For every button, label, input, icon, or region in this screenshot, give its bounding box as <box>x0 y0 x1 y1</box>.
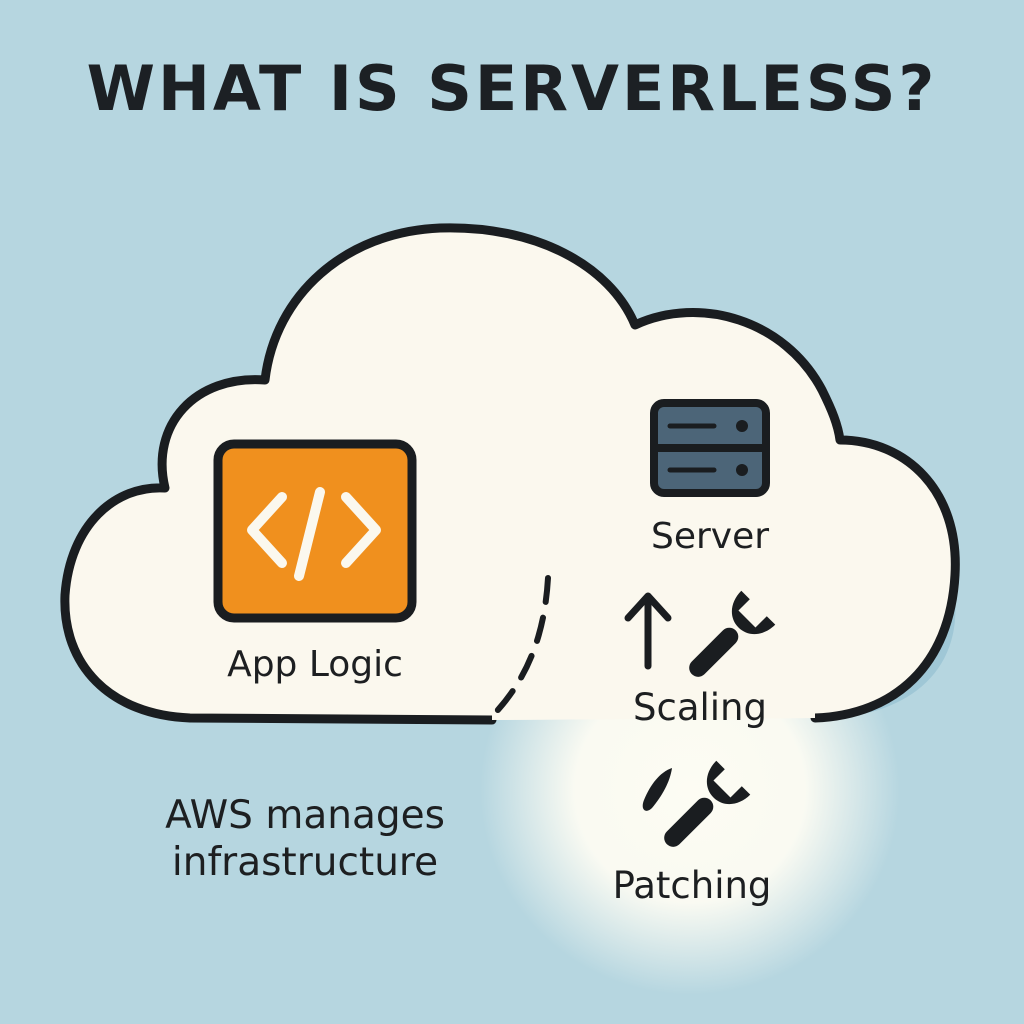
code-slash <box>294 487 325 581</box>
app-logic-label: App Logic <box>227 644 403 685</box>
patch-mark <box>642 768 672 811</box>
server-label: Server <box>650 516 770 557</box>
page-title: WHAT IS SERVERLESS? <box>86 52 938 125</box>
scaling-label: Scaling <box>633 686 767 729</box>
cloud-shape <box>60 223 960 725</box>
arrow-up-icon <box>624 592 672 670</box>
code-icon <box>213 439 417 623</box>
code-bracket-left <box>247 492 287 568</box>
dashed-boundary-line <box>493 575 551 715</box>
cloud-open-bottom <box>492 700 815 720</box>
patching-label: Patching <box>612 864 772 907</box>
scaling-icon <box>624 590 776 677</box>
code-bracket-right <box>341 492 381 568</box>
wrench-icon <box>689 590 776 677</box>
aws-manages-note: AWS manages infrastructure <box>130 792 480 886</box>
server-icon <box>650 399 770 497</box>
aws-note-line1: AWS manages <box>165 793 445 838</box>
wrench-icon <box>642 760 751 847</box>
aws-note-line2: infrastructure <box>171 840 439 885</box>
